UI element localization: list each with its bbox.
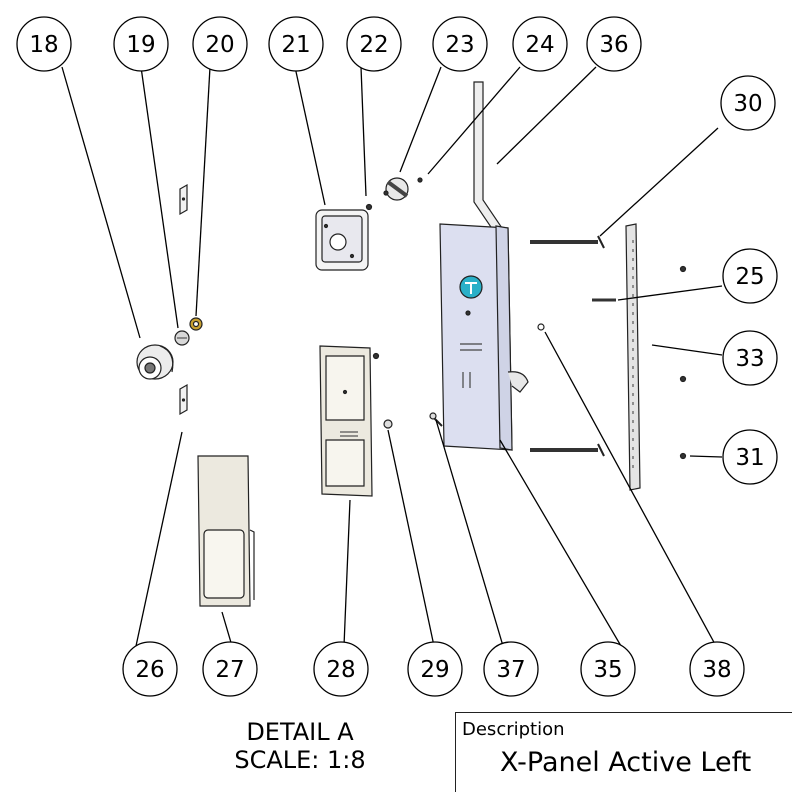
balloon-37: 37: [483, 641, 539, 697]
part-long-screw-bottom: [530, 443, 605, 457]
balloon-23: 23: [432, 16, 488, 72]
part-long-screw-top: [530, 235, 605, 249]
parts: [136, 81, 687, 607]
balloon-35: 35: [580, 641, 636, 697]
detail-label-block: DETAIL A SCALE: 1:8: [200, 718, 400, 774]
balloon-number: 20: [205, 32, 234, 58]
part-small-screw: [365, 203, 373, 211]
part-small-ring: [537, 323, 545, 331]
balloon-22: 22: [346, 16, 402, 72]
balloon-number: 21: [281, 32, 310, 58]
balloon-number: 36: [599, 32, 628, 58]
balloon-number: 37: [496, 657, 525, 683]
balloon-number: 19: [126, 32, 155, 58]
part-cam: [174, 330, 190, 346]
balloon-number: 33: [735, 346, 764, 372]
balloon-36: 36: [586, 16, 642, 72]
part-strike-plate: [625, 223, 641, 491]
balloon-25: 25: [722, 248, 778, 304]
balloon-number: 28: [326, 657, 355, 683]
balloon-number: 23: [445, 32, 474, 58]
description-value: X-Panel Active Left: [500, 747, 752, 778]
part-square-escutcheon: [315, 209, 369, 271]
balloon-number: 31: [735, 445, 764, 471]
part-handle-housing: [319, 345, 380, 497]
part-brass-ring: [189, 317, 203, 331]
balloon-26: 26: [122, 641, 178, 697]
balloon-38: 38: [689, 641, 745, 697]
part-small-plate-top: [179, 183, 188, 216]
balloon-number: 27: [215, 657, 244, 683]
part-tiny-pin: [417, 177, 423, 183]
description-box: Description X-Panel Active Left: [455, 712, 792, 792]
balloon-number: 25: [735, 264, 764, 290]
balloon-number: 30: [733, 91, 762, 117]
balloon-28: 28: [313, 641, 369, 697]
part-thumb-turn: [383, 177, 409, 201]
balloon-21: 21: [268, 16, 324, 72]
detail-scale: SCALE: 1:8: [234, 746, 366, 774]
balloon-number: 26: [135, 657, 164, 683]
balloon-30: 30: [720, 75, 776, 131]
balloon-31: 31: [722, 429, 778, 485]
balloon-number: 24: [525, 32, 554, 58]
part-nut: [383, 419, 393, 429]
part-lock-body: [439, 223, 529, 451]
part-cylinder: [136, 344, 174, 380]
part-rod: [473, 81, 503, 239]
balloon-24: 24: [512, 16, 568, 72]
part-set-screw: [429, 412, 443, 427]
balloon-19: 19: [113, 16, 169, 72]
balloon-number: 18: [29, 32, 58, 58]
leader-lines: [61, 66, 723, 647]
part-small-plate-bottom: [179, 383, 188, 416]
balloon-33: 33: [722, 330, 778, 386]
part-strike-screws: [679, 265, 687, 460]
balloon-number: 38: [702, 657, 731, 683]
balloon-27: 27: [202, 641, 258, 697]
balloon-number: 35: [593, 657, 622, 683]
balloon-number: 22: [359, 32, 388, 58]
balloon-number: 29: [420, 657, 449, 683]
description-label: Description: [462, 719, 565, 740]
part-flush-pull: [197, 455, 255, 607]
balloon-29: 29: [407, 641, 463, 697]
balloon-18: 18: [16, 16, 72, 72]
detail-title: DETAIL A: [246, 718, 354, 746]
balloon-20: 20: [192, 16, 248, 72]
